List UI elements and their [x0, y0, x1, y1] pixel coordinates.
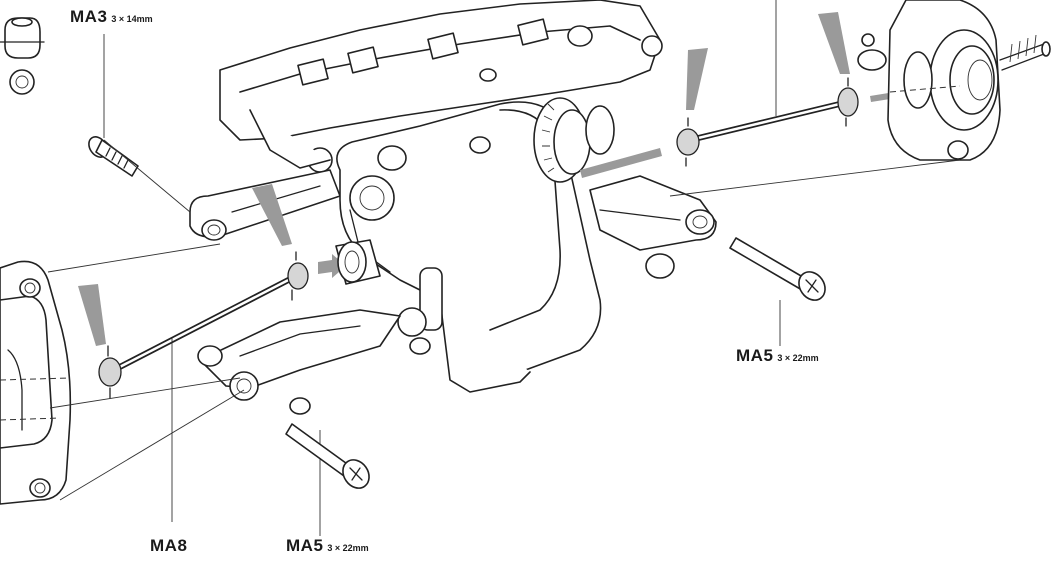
- left-hub-carrier: [0, 260, 72, 505]
- right-drive-shaft: [676, 0, 859, 167]
- right-hub-carrier: [857, 0, 1051, 161]
- label-ma3-code: MA3: [70, 7, 108, 26]
- screw-ma5-right: [729, 237, 826, 301]
- spur-gear: [533, 97, 615, 183]
- left-drive-shaft: [98, 251, 309, 522]
- label-ma3-size: 3 × 14mm: [111, 14, 153, 24]
- grease-indicators: [78, 12, 850, 346]
- left-cup-joint: [335, 239, 381, 285]
- screw-ma3: [88, 34, 139, 177]
- upper-chassis-frame: [219, 0, 663, 173]
- lower-left-arm: [197, 309, 401, 415]
- label-ma5-right-size: 3 × 22mm: [777, 353, 819, 363]
- label-ma8: MA8: [150, 537, 187, 555]
- label-ma5-bottom-size: 3 × 22mm: [327, 543, 369, 553]
- screw-ma5-bottom: [285, 423, 370, 489]
- lower-right-arm: [589, 159, 961, 279]
- label-ma5-right-code: MA5: [736, 346, 774, 365]
- label-ma5-bottom-code: MA5: [286, 536, 324, 555]
- label-ma8-code: MA8: [150, 536, 188, 555]
- small-clip-part: [0, 17, 45, 95]
